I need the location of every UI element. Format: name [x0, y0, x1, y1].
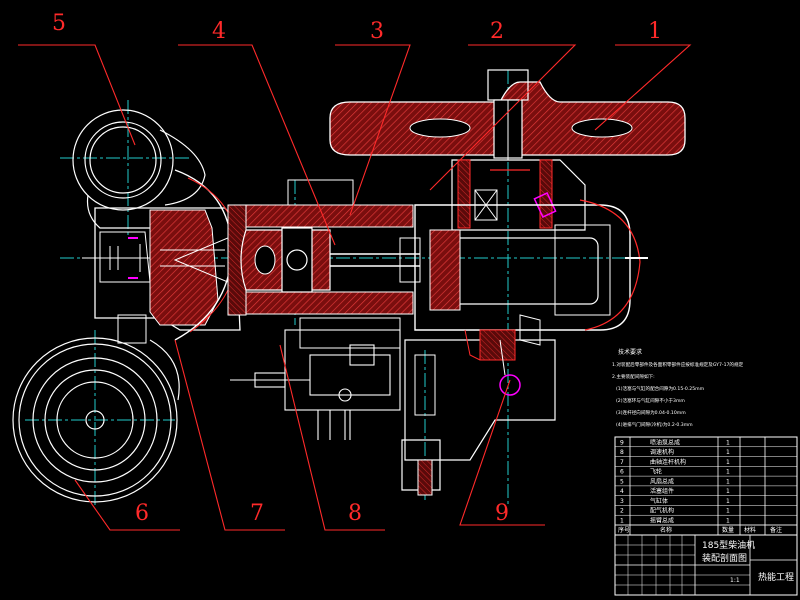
parts-list-cell: 1: [726, 439, 730, 446]
piston: [240, 227, 421, 293]
parts-list-cell: 1: [726, 508, 730, 515]
parts-list-cell: 风扇总成: [650, 477, 674, 485]
rocker-arm-assembly: [329, 69, 686, 160]
parts-list-cell: 3: [620, 498, 624, 505]
notes-line-4: (2)活塞环与气缸间隙不小于3mm: [616, 397, 685, 404]
drawing-scale: 1:1: [730, 577, 740, 584]
notes-heading: 技术要求: [618, 348, 642, 356]
cylinder-block: [227, 179, 414, 349]
title-block-col-name: 名称: [660, 526, 672, 534]
fuel-injection-pump: [401, 314, 556, 496]
part-label-2: 2: [490, 19, 504, 44]
flywheel: [12, 337, 180, 503]
parts-list-cell: 2: [620, 508, 624, 515]
parts-list-cell: 1: [726, 488, 730, 495]
drawing-subtitle: 装配剖面图: [702, 552, 747, 564]
parts-list-cell: 1: [726, 498, 730, 505]
governor-mechanism: [230, 329, 401, 440]
part-label-6: 6: [135, 501, 149, 526]
title-block-col-material: 材料: [744, 526, 756, 534]
notes-line-5: (3)连杆径向间隙为0.04-0.10mm: [616, 409, 686, 416]
part-label-1: 1: [648, 19, 662, 44]
title-block-col-remarks: 备注: [770, 526, 782, 534]
notes-line-3: (1)活塞与气缸的配合间隙为0.15-0.25mm: [616, 385, 705, 392]
parts-list-cell: 9: [620, 439, 624, 446]
school-name: 热能工程: [758, 571, 794, 583]
crankcase: [414, 199, 648, 331]
part-labels: 5 4 3 2 1 6 7 8 9: [52, 11, 662, 526]
title-block-col-index: 序号: [618, 526, 630, 534]
parts-list-cell: 调速机构: [650, 448, 674, 456]
part-label-4: 4: [212, 19, 226, 44]
part-label-8: 8: [348, 501, 362, 526]
parts-list-cell: 1: [726, 449, 730, 456]
parts-list-cell: 7: [620, 459, 624, 466]
parts-list-cell: 活塞组件: [650, 487, 674, 495]
parts-list-cell: 1: [620, 518, 624, 525]
notes-line-2: 2.主要装配间隙如下:: [612, 373, 655, 380]
parts-list-cell: 4: [620, 488, 624, 495]
parts-list-cell: 6: [620, 469, 624, 476]
drawing-title: 185型柴油机: [702, 539, 755, 551]
part-label-7: 7: [250, 501, 264, 526]
part-label-3: 3: [370, 19, 384, 44]
parts-list-cell: 配气机构: [650, 507, 674, 515]
technical-notes: 技术要求 1.对装配后零部件及各面积零部件应按标准规定及GY7-17的规定 2.…: [612, 348, 744, 428]
crank-housing: [82, 169, 241, 344]
parts-list-cell: 8: [620, 449, 624, 456]
leader-lines: [18, 44, 692, 531]
parts-list-cell: 飞轮: [650, 468, 662, 476]
parts-list-cell: 喷油泵总成: [650, 438, 680, 446]
part-label-9: 9: [495, 501, 509, 526]
parts-list-cell: 1: [726, 478, 730, 485]
parts-list-cell: 1: [726, 469, 730, 476]
notes-line-6: (4)进排气门间隙(冷机)为0.2-0.3mm: [616, 421, 693, 428]
parts-list-cell: 1: [726, 518, 730, 525]
parts-list-cell: 5: [620, 478, 624, 485]
parts-list-cell: 曲轴连杆机构: [650, 458, 686, 466]
parts-list-cell: 摇臂总成: [650, 517, 674, 525]
parts-list-cell: 气缸体: [650, 497, 668, 505]
title-block-col-qty: 数量: [722, 526, 734, 534]
notes-line-1: 1.对装配后零部件及各面积零部件应按标准规定及GY7-17的规定: [612, 361, 744, 368]
part-label-5: 5: [52, 11, 66, 36]
parts-list-cell: 1: [726, 459, 730, 466]
title-block: 9 喷油泵总成 1 8 调速机构 1 7 曲轴连杆机构 1 6 飞轮 1 5 风扇总成 1 4 活塞组件 1 3 气缸…: [614, 436, 798, 596]
valve-train: [451, 159, 586, 231]
